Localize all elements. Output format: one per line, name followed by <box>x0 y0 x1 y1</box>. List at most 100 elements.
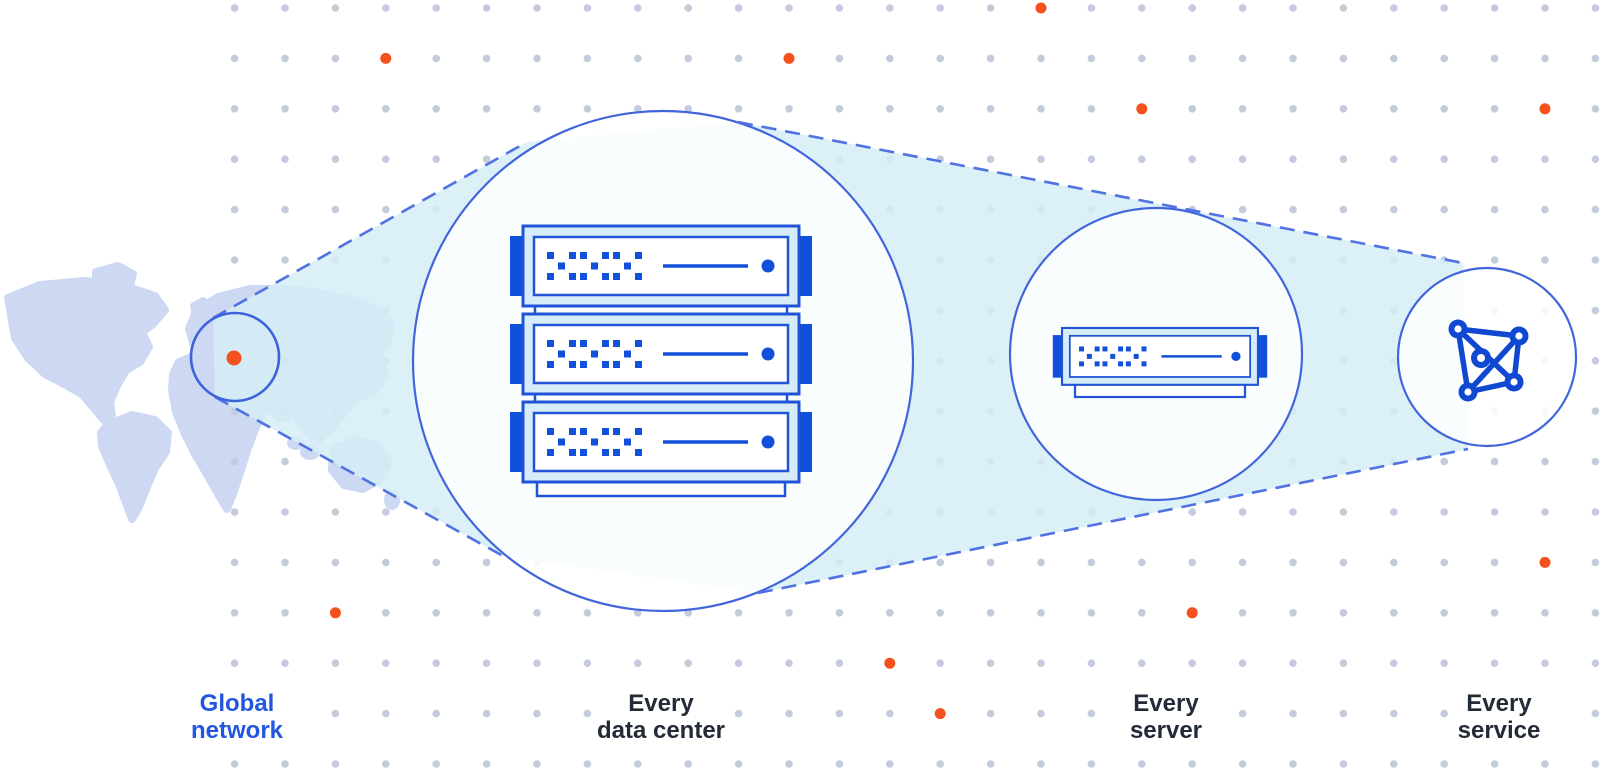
grid-dot <box>785 760 793 768</box>
grid-dot <box>1138 155 1146 163</box>
grid-dot <box>432 54 441 63</box>
grid-dot <box>886 609 894 617</box>
grid-dot <box>634 659 642 667</box>
grid-dot <box>835 54 844 63</box>
grid-dot <box>785 4 793 12</box>
grid-dot <box>1390 4 1398 12</box>
grid-dot <box>281 155 289 163</box>
grid-dot <box>533 609 541 617</box>
grid-dot <box>1591 457 1600 466</box>
grid-dot <box>835 105 844 113</box>
grid-dot <box>1289 105 1297 113</box>
grid-dot <box>1591 205 1600 214</box>
grid-dot <box>1440 709 1448 718</box>
grid-dot <box>1440 205 1448 214</box>
grid-dot <box>382 659 390 667</box>
grid-dot <box>785 105 793 113</box>
grid-dot <box>1390 659 1398 667</box>
grid-dot <box>230 155 239 163</box>
grid-dot <box>281 508 289 516</box>
grid-dot <box>482 709 491 718</box>
grid-dot <box>1490 155 1499 163</box>
grid-dot <box>1238 105 1247 113</box>
grid-dot <box>986 54 995 63</box>
grid-dot <box>1339 659 1348 667</box>
grid-dot <box>281 256 289 264</box>
grid-dot <box>1087 760 1096 768</box>
grid-dot <box>382 609 390 617</box>
grid-dot <box>1188 558 1196 567</box>
grid-dot <box>986 4 995 12</box>
grid-dot <box>533 760 541 768</box>
grid-dot <box>281 205 289 214</box>
grid-dot <box>634 105 642 113</box>
grid-dot <box>230 760 239 768</box>
grid-dot <box>382 709 390 718</box>
grid-dot <box>1490 205 1499 214</box>
grid-dot <box>432 155 441 163</box>
grid-dot <box>1188 105 1196 113</box>
grid-dot <box>734 609 743 617</box>
grid-dot <box>1087 105 1096 113</box>
grid-dot <box>1541 457 1549 466</box>
grid-dot <box>533 659 541 667</box>
grid-dot <box>230 659 239 667</box>
network-mesh-icon <box>1448 319 1529 402</box>
grid-dot <box>886 4 894 12</box>
grid-dot <box>1289 205 1297 214</box>
grid-dot <box>886 709 894 718</box>
grid-dot-orange <box>329 607 341 619</box>
grid-dot <box>986 659 995 667</box>
grid-dot <box>986 760 995 768</box>
grid-dot <box>1339 760 1348 768</box>
grid-dot <box>331 105 340 113</box>
grid-dot <box>432 709 441 718</box>
rack-server-3 <box>508 400 814 484</box>
grid-dot <box>1339 4 1348 12</box>
grid-dot <box>1188 155 1196 163</box>
grid-dot <box>936 4 944 12</box>
grid-dot <box>382 508 390 516</box>
grid-dot <box>281 609 289 617</box>
grid-dot <box>835 659 844 667</box>
grid-dot <box>1440 609 1448 617</box>
grid-dot <box>1238 558 1247 567</box>
grid-dot <box>1138 54 1146 63</box>
grid-dot <box>1087 558 1096 567</box>
grid-dot <box>936 105 944 113</box>
grid-dot <box>382 155 390 163</box>
label-every-service-line2: service <box>1458 717 1541 744</box>
global-network-circle <box>189 311 281 403</box>
grid-dot <box>230 609 239 617</box>
grid-dot <box>1289 659 1297 667</box>
grid-dot <box>1087 659 1096 667</box>
grid-dot <box>1591 407 1600 416</box>
grid-dot <box>1238 155 1247 163</box>
location-marker-icon <box>226 350 242 366</box>
zoom-dashed-line-upper-right <box>737 120 1464 265</box>
grid-dot <box>835 709 844 718</box>
grid-dot <box>1440 4 1448 12</box>
grid-dot <box>382 105 390 113</box>
grid-dot <box>734 54 743 63</box>
grid-dot <box>1138 609 1146 617</box>
grid-dot <box>1591 357 1600 365</box>
grid-dot <box>1490 4 1499 12</box>
grid-dot <box>1541 155 1549 163</box>
grid-dot <box>1490 256 1499 264</box>
grid-dot <box>1037 155 1045 163</box>
grid-dot <box>432 105 441 113</box>
grid-dot <box>1037 709 1045 718</box>
grid-dot-orange <box>1186 607 1198 619</box>
grid-dot <box>382 558 390 567</box>
grid-dot <box>583 105 592 113</box>
grid-dot <box>1390 54 1398 63</box>
zoom-dashed-lines <box>212 120 1469 595</box>
grid-dot <box>331 760 340 768</box>
grid-dot-orange <box>1035 2 1047 14</box>
grid-dot <box>230 54 239 63</box>
grid-dot-orange <box>783 52 795 64</box>
grid-dot <box>1138 760 1146 768</box>
grid-dot <box>1188 54 1196 63</box>
